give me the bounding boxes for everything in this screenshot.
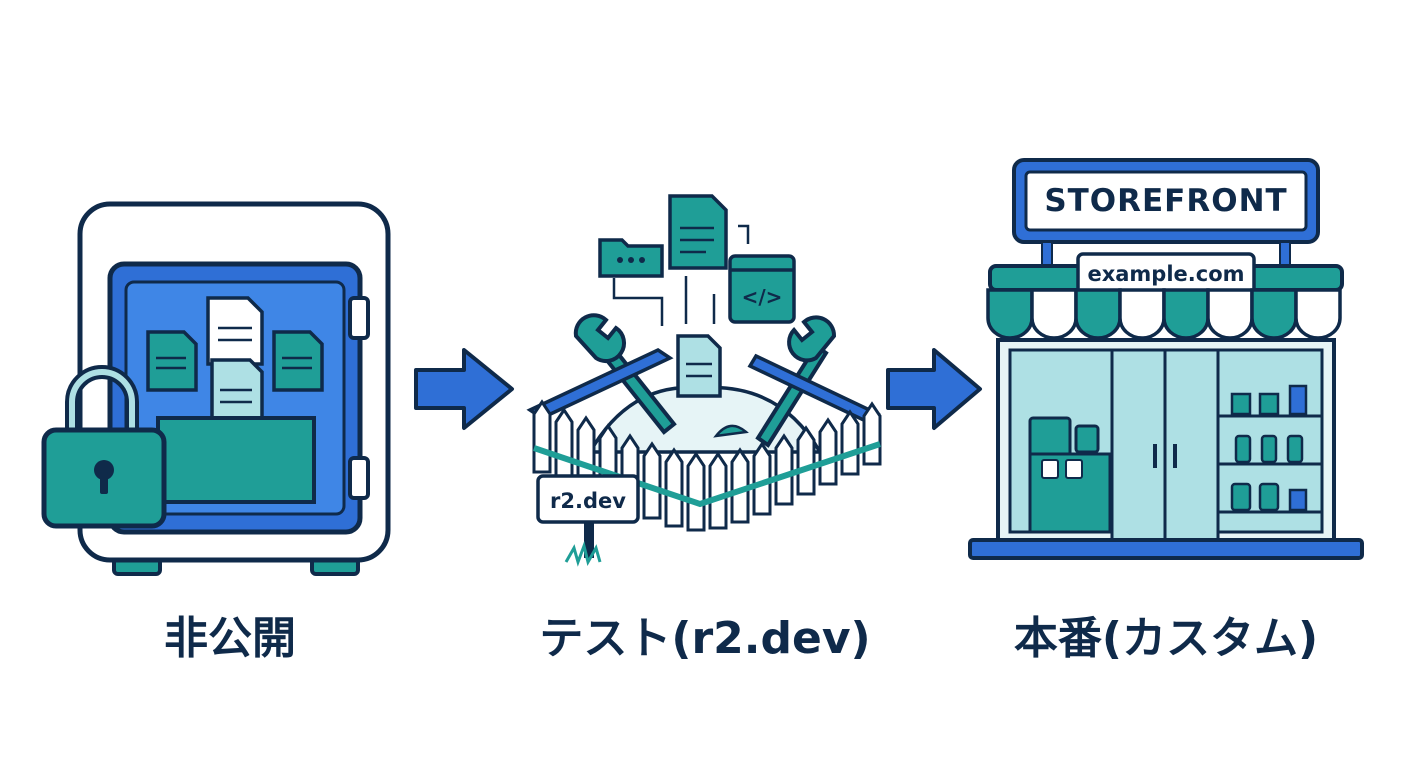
arrow-right-icon <box>414 348 514 430</box>
sandbox-icon: </> <box>526 194 882 567</box>
sandbox-sign-label: r2.dev <box>550 489 626 513</box>
stage-label-production: 本番(カスタム) <box>1013 613 1319 664</box>
storefront-icon <box>968 158 1364 560</box>
stage-label-test: テスト(r2.dev) <box>539 613 871 664</box>
storefront-sign-title: STOREFRONT <box>1044 183 1288 219</box>
safe-icon <box>41 201 391 576</box>
arrow-right-icon <box>886 348 982 430</box>
svg-text:</>: </> <box>742 285 783 309</box>
stage-label-private: 非公開 <box>164 613 296 664</box>
storefront-domain-label: example.com <box>1087 262 1245 286</box>
